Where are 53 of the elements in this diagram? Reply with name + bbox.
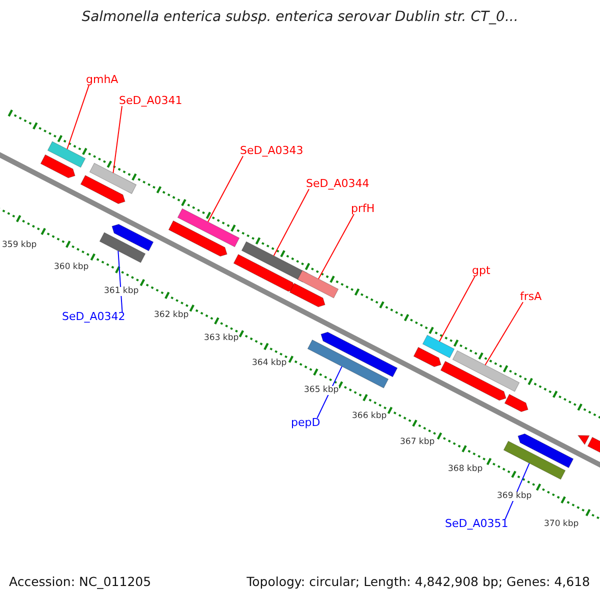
- gene-bar: [177, 208, 240, 248]
- position-label: 368 kbp: [448, 465, 483, 474]
- position-label: 364 kbp: [252, 359, 287, 368]
- position-label: 370 kbp: [544, 520, 579, 530]
- gene-label: gpt: [472, 265, 490, 278]
- position-label: 367 kbp: [400, 438, 435, 448]
- leader-line: [66, 84, 90, 150]
- cds-feature: [112, 224, 154, 252]
- genome-summary-text: Topology: circular; Length: 4,842,908 bp; Genes: 4,618: [246, 575, 590, 589]
- cds-feature: [413, 346, 442, 368]
- cds-feature: [518, 433, 574, 468]
- gene-label: gmhA: [86, 74, 118, 86]
- gene-bar: [47, 141, 86, 168]
- leader-line: [484, 302, 524, 366]
- gene-bar: [89, 162, 137, 194]
- cds-feature: [320, 332, 398, 378]
- leader-line: [118, 250, 123, 312]
- cds-feature: [40, 154, 76, 178]
- gene-bar: [452, 350, 520, 392]
- gene-label: SeD_A0342: [62, 311, 126, 324]
- cds-feature: [233, 254, 296, 292]
- cds-feature: [80, 175, 126, 204]
- position-label: 366 kbp: [352, 412, 387, 422]
- position-label: 365 kbp: [304, 386, 339, 396]
- gene-bar: [297, 270, 339, 298]
- position-label: 360 kbp: [54, 263, 89, 272]
- gene-label: SeD_A0341: [119, 95, 182, 108]
- gene-label: SeD_A0351: [445, 518, 508, 530]
- cds-feature: [440, 360, 506, 401]
- accession-text: Accession: NC_011205: [9, 575, 152, 589]
- position-label: 362 kbp: [154, 311, 189, 320]
- title: Salmonella enterica subsp. enterica serovar Dublin str. CT_0...: [80, 10, 520, 26]
- gene-bar: [422, 334, 455, 358]
- gene-bar: [99, 232, 146, 263]
- position-label: 361 kbp: [104, 287, 139, 296]
- leader-line: [112, 106, 122, 174]
- cds-feature: [289, 282, 326, 308]
- position-label: 369 kbp: [497, 492, 532, 502]
- gene-label: prfH: [351, 203, 375, 216]
- leader-line: [318, 214, 354, 280]
- cds-feature: [168, 220, 228, 257]
- leader-line: [273, 188, 310, 256]
- position-label: 359 kbp: [2, 241, 37, 250]
- gene-label: SeD_A0344: [306, 178, 370, 190]
- gene-bar: [503, 440, 566, 480]
- position-label: 363 kbp: [204, 334, 239, 344]
- gene-label: frsA: [520, 291, 542, 304]
- leader-line: [207, 156, 244, 222]
- leader-line: [438, 276, 476, 342]
- cds-feature: [577, 435, 590, 446]
- gene-label: pepD: [291, 417, 320, 430]
- gene-label: SeD_A0343: [240, 145, 304, 158]
- cds-feature: [504, 394, 528, 412]
